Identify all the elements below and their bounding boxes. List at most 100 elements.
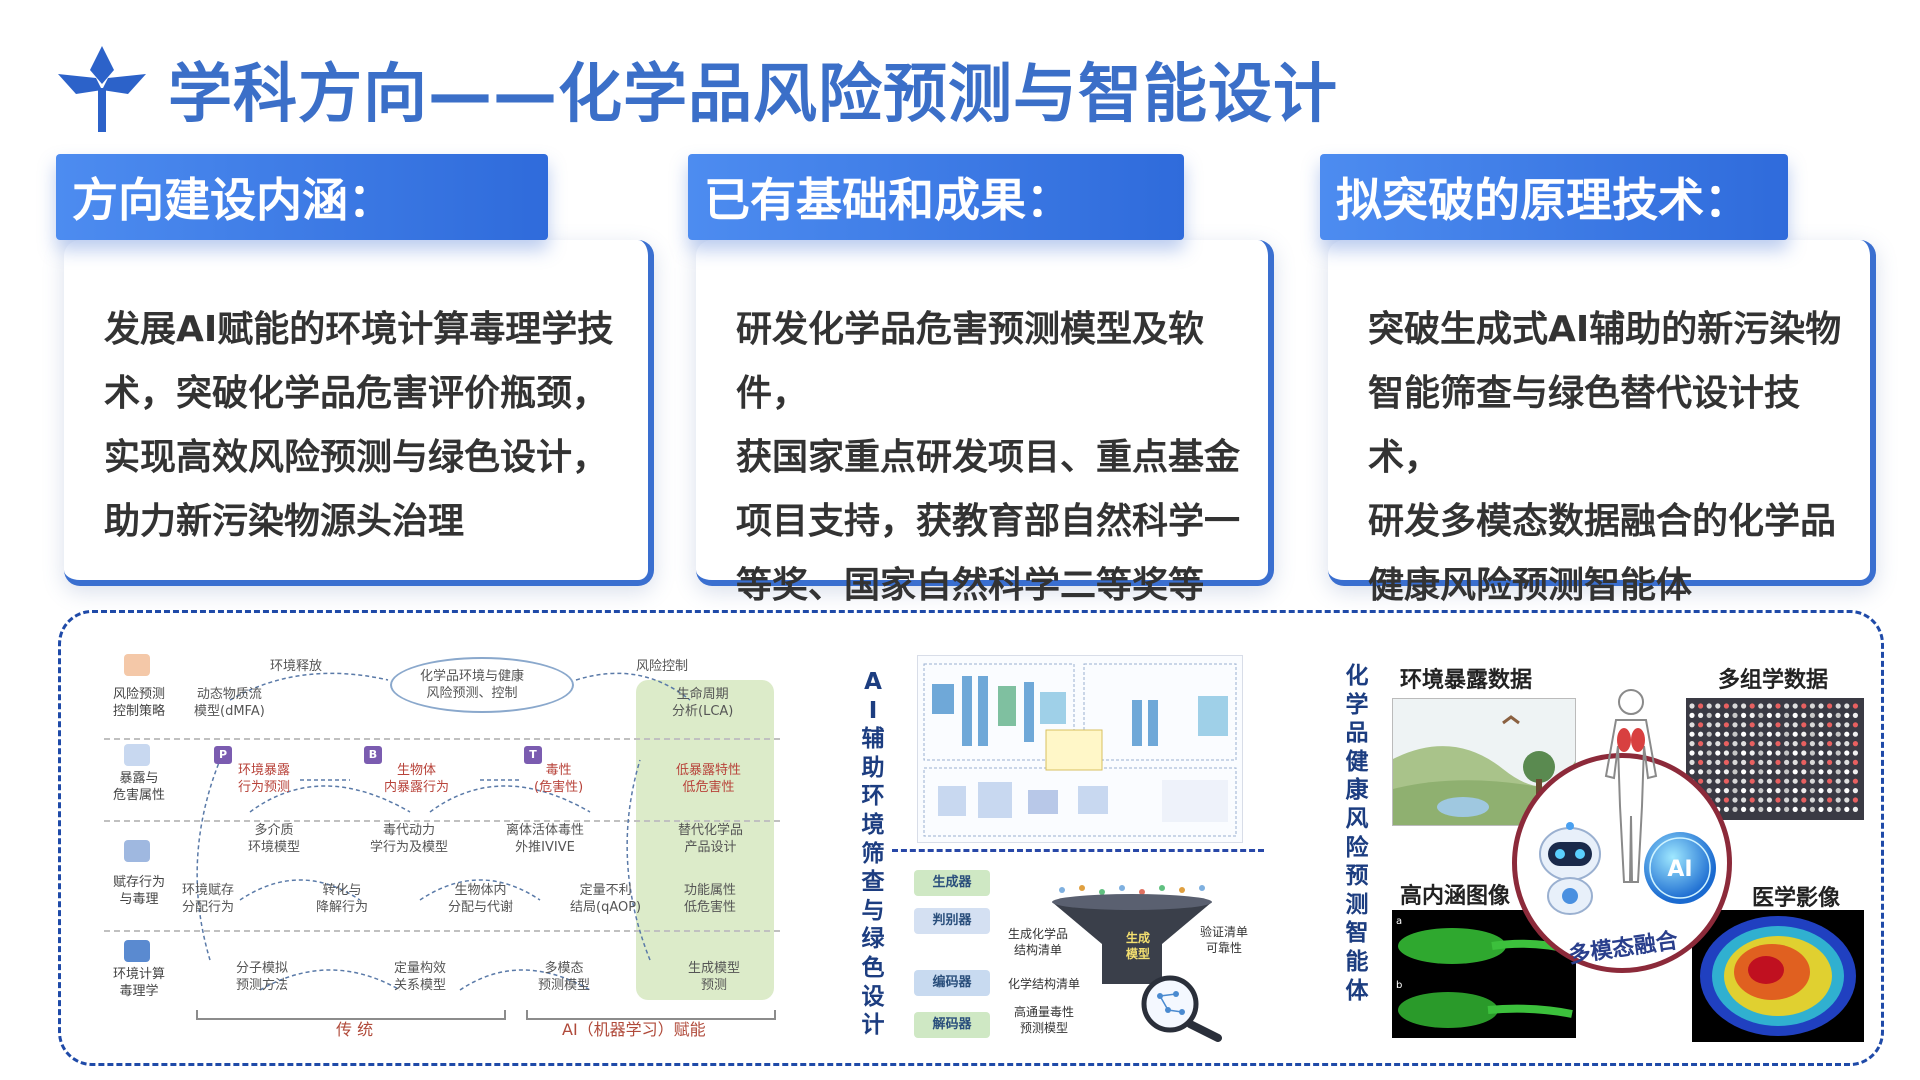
omics-dot bbox=[1741, 750, 1747, 756]
omics-dot bbox=[1827, 750, 1833, 756]
omics-dot bbox=[1689, 769, 1695, 775]
omics-dot bbox=[1809, 703, 1815, 709]
omics-dot bbox=[1758, 759, 1764, 765]
omics-dot bbox=[1835, 741, 1841, 747]
figure-panel bbox=[58, 610, 1884, 1066]
omics-dot bbox=[1792, 731, 1798, 737]
diagram-top-right: 风险控制 bbox=[636, 659, 689, 674]
vertical-char: 与 bbox=[861, 897, 885, 924]
human-body-icon bbox=[1604, 689, 1658, 883]
omics-dot bbox=[1775, 788, 1781, 794]
row-label-text: 风险预测 控制策略 bbox=[112, 687, 165, 719]
omics-dot bbox=[1784, 750, 1790, 756]
omics-dot bbox=[1689, 759, 1695, 765]
omics-dot bbox=[1723, 806, 1729, 812]
omics-dot bbox=[1698, 741, 1704, 747]
omics-dot bbox=[1844, 769, 1850, 775]
omics-dot bbox=[1792, 759, 1798, 765]
omics-dot bbox=[1835, 769, 1841, 775]
omics-dot bbox=[1775, 769, 1781, 775]
omics-dot bbox=[1758, 778, 1764, 784]
omics-dot bbox=[1706, 788, 1712, 794]
omics-dot bbox=[1835, 722, 1841, 728]
cell-multimodal: 多模态 预测模型 bbox=[538, 961, 591, 993]
card-header: 方向建设内涵： bbox=[56, 154, 548, 240]
vertical-char: 绿 bbox=[861, 926, 885, 953]
omics-dot bbox=[1809, 806, 1815, 812]
omics-dot bbox=[1715, 712, 1721, 718]
omics-dot bbox=[1801, 778, 1807, 784]
omics-dot bbox=[1775, 806, 1781, 812]
omics-dot bbox=[1809, 722, 1815, 728]
card-foundation: 已有基础和成果： 研发化学品危害预测模型及软件， 获国家重点研发项目、重点基金 … bbox=[688, 154, 1274, 606]
diagram-center-title: 化学品环境与健康 风险预测、控制 bbox=[420, 669, 525, 701]
card-line: 智能筛查与绿色替代设计技术， bbox=[1368, 373, 1801, 478]
card-header: 已有基础和成果： bbox=[688, 154, 1184, 240]
card-header: 拟突破的原理技术： bbox=[1320, 154, 1788, 240]
omics-dot bbox=[1852, 722, 1858, 728]
cell-qsar: 定量构效 关系模型 bbox=[394, 961, 447, 993]
omics-dot bbox=[1844, 806, 1850, 812]
omics-dot bbox=[1715, 731, 1721, 737]
omics-dot bbox=[1818, 703, 1824, 709]
funnel-icon bbox=[1052, 885, 1212, 984]
card-line: 术，突破化学品危害评价瓶颈， bbox=[104, 373, 609, 414]
omics-dot bbox=[1809, 778, 1815, 784]
omics-dot bbox=[1698, 722, 1704, 728]
cell-metabolism: 生物体内 分配与代谢 bbox=[448, 883, 514, 915]
label-validate: 验证清单 可靠性 bbox=[1200, 925, 1249, 955]
omics-dot bbox=[1715, 703, 1721, 709]
cell-env-exposure: 环境暴露 行为预测 bbox=[238, 763, 291, 795]
omics-dot bbox=[1723, 759, 1729, 765]
card-breakthrough: 拟突破的原理技术： 突破生成式AI辅助的新污染物 智能筛查与绿色替代设计技术， … bbox=[1320, 154, 1876, 606]
omics-dot bbox=[1792, 722, 1798, 728]
omics-dot bbox=[1784, 712, 1790, 718]
omics-dot bbox=[1818, 788, 1824, 794]
omics-dot bbox=[1723, 750, 1729, 756]
omics-dot bbox=[1827, 712, 1833, 718]
vertical-char: 计 bbox=[861, 1012, 885, 1039]
omics-dot bbox=[1741, 722, 1747, 728]
omics-dot bbox=[1749, 778, 1755, 784]
cell-toxicity: 毒性 (危害性) bbox=[534, 763, 584, 795]
omics-dot bbox=[1723, 797, 1729, 803]
vertical-char: 助 bbox=[861, 754, 885, 781]
omics-dot bbox=[1809, 797, 1815, 803]
omics-dot bbox=[1723, 731, 1729, 737]
omics-dot bbox=[1749, 750, 1755, 756]
cell-molecular-sim: 分子模拟 预测方法 bbox=[236, 961, 289, 993]
omics-dot bbox=[1827, 769, 1833, 775]
omics-dot bbox=[1784, 788, 1790, 794]
omics-dot bbox=[1732, 769, 1738, 775]
omics-dot bbox=[1818, 769, 1824, 775]
omics-dot bbox=[1732, 741, 1738, 747]
omics-dot bbox=[1741, 788, 1747, 794]
omics-dot bbox=[1766, 722, 1772, 728]
omics-dot bbox=[1715, 797, 1721, 803]
card-direction: 方向建设内涵： 发展AI赋能的环境计算毒理学技 术，突破化学品危害评价瓶颈， 实… bbox=[56, 154, 654, 586]
omics-dot bbox=[1775, 731, 1781, 737]
omics-dot bbox=[1723, 788, 1729, 794]
omics-dot bbox=[1844, 731, 1850, 737]
row-divider bbox=[104, 820, 780, 822]
omics-dot bbox=[1706, 703, 1712, 709]
omics-dot bbox=[1801, 722, 1807, 728]
card-panel bbox=[696, 240, 1274, 586]
cell-qaop: 定量不利 结局(qAOP) bbox=[570, 883, 642, 915]
omics-dot bbox=[1741, 741, 1747, 747]
omics-dot bbox=[1758, 703, 1764, 709]
card-panel bbox=[1328, 240, 1876, 586]
omics-dot bbox=[1792, 769, 1798, 775]
omics-dot bbox=[1801, 797, 1807, 803]
omics-dot bbox=[1801, 788, 1807, 794]
omics-dot bbox=[1715, 759, 1721, 765]
omics-dot bbox=[1827, 788, 1833, 794]
omics-dot bbox=[1758, 722, 1764, 728]
omics-dot bbox=[1775, 778, 1781, 784]
omics-dot bbox=[1766, 741, 1772, 747]
cell-function: 功能属性 低危害性 bbox=[684, 883, 737, 915]
vertical-char: 境 bbox=[861, 811, 885, 838]
omics-dot bbox=[1689, 722, 1695, 728]
omics-dot bbox=[1818, 778, 1824, 784]
omics-dot bbox=[1835, 731, 1841, 737]
